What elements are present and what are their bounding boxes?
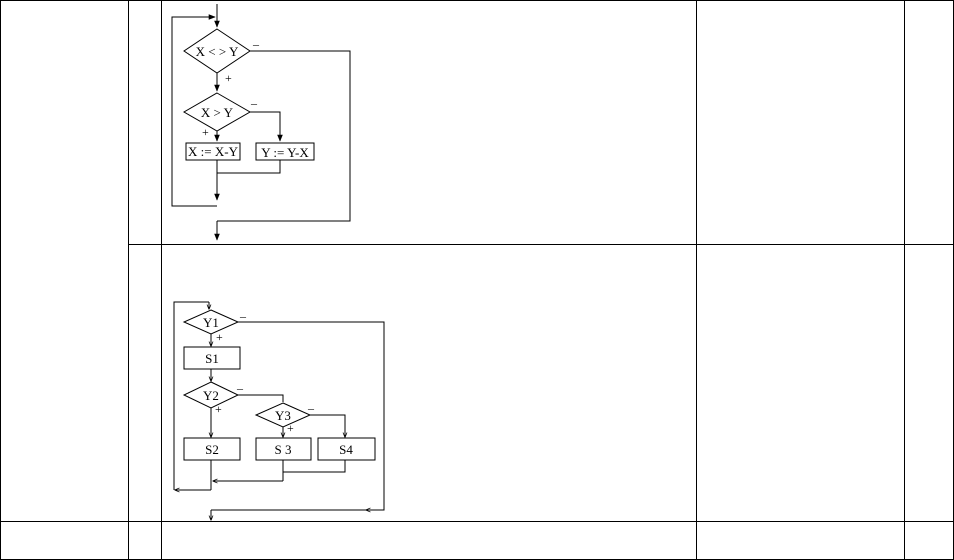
process-box-s4	[317, 437, 376, 461]
y1-minus: –	[239, 309, 247, 323]
y3-minus: –	[307, 401, 315, 415]
cond-inner-minus: –	[250, 96, 258, 110]
y3-label: Y3	[275, 408, 291, 423]
s4-label: S4	[339, 442, 353, 457]
process-box-left	[185, 142, 241, 161]
process-box-s1	[183, 346, 241, 370]
flowchart-gcd: X < > Y – + X > Y – + X := X-Y Y := Y-X	[171, 4, 351, 241]
y2-label: Y2	[203, 388, 219, 403]
cond-outer-plus: +	[225, 71, 232, 85]
s3-label: S 3	[275, 442, 292, 457]
s2-label: S2	[205, 442, 219, 457]
y1-label: Y1	[203, 315, 219, 330]
cond-inner-label: X > Y	[201, 105, 234, 120]
y1-plus: +	[216, 330, 223, 344]
process-box-s2	[183, 437, 241, 461]
s1-label: S1	[205, 351, 219, 366]
box-left-label: X := X-Y	[188, 144, 239, 159]
box-right-label: Y := Y-X	[261, 145, 309, 160]
cond-outer-label: X < > Y	[196, 44, 239, 59]
y2-minus: –	[236, 381, 244, 395]
cond-inner-plus: +	[202, 125, 209, 139]
flowchart-nested: Y1 – + S1 Y2 – + Y3 – + S	[173, 301, 385, 520]
process-box-right	[255, 142, 315, 161]
y2-plus: +	[215, 402, 222, 416]
cond-outer-minus: –	[252, 37, 260, 51]
y3-plus: +	[287, 421, 294, 435]
